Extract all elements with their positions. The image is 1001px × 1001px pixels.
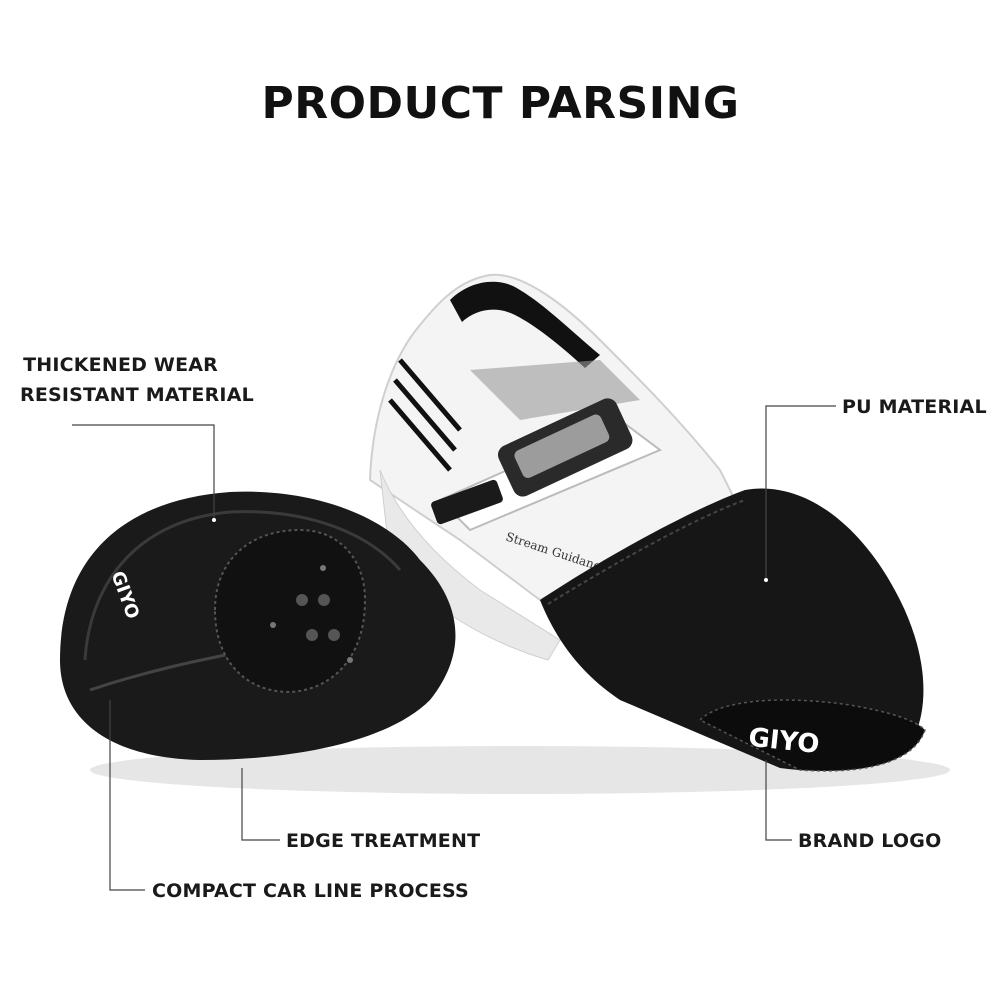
right-toe-cover: GIYO — [540, 488, 926, 772]
callout-pu-material: PU MATERIAL — [842, 396, 987, 418]
left-toe-cover: GIYO — [60, 491, 456, 760]
callout-compact-car-line: COMPACT CAR LINE PROCESS — [152, 880, 469, 902]
right-shoe: Stream Guidance — [368, 273, 737, 661]
callout-lines — [72, 405, 836, 891]
callout-edge-treatment: EDGE TREATMENT — [286, 830, 481, 852]
callout-brand-logo: BRAND LOGO — [798, 830, 942, 852]
callout-thickened-line2: RESISTANT MATERIAL — [20, 384, 254, 406]
brand-logo-right: GIYO — [747, 723, 821, 760]
ground-shadow — [90, 746, 950, 794]
page-title: PRODUCT PARSING — [261, 78, 740, 129]
callout-thickened-line1: THICKENED WEAR — [23, 354, 218, 376]
